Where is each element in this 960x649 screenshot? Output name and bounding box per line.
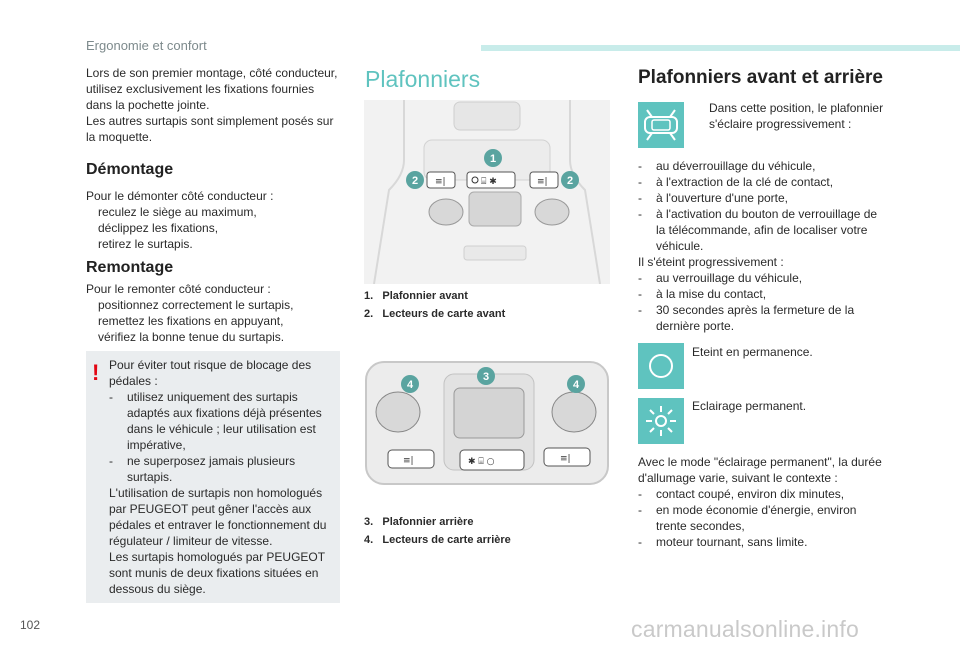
watermark: carmanualsonline.info [631,616,859,642]
page-number: 102 [20,618,41,632]
svg-text:⌸ ✱: ⌸ ✱ [481,177,497,187]
car-door-icon [644,109,678,141]
legend-item: 4. Lecteurs de carte arrière [364,534,511,546]
warning-icon: ! [92,360,100,385]
callout-1: 1 [484,149,502,167]
list-item: - ne superposez jamais plusieurs surtapi… [109,454,296,484]
on-list: -au déverrouillage du véhicule, -à l'ext… [638,158,888,334]
legend-item: 3. Plafonnier arrière [364,516,474,528]
svg-text:2: 2 [567,175,573,187]
off-mode-text: Eteint en permanence. [692,345,813,359]
svg-text:2: 2 [412,175,418,187]
list-item: positionnez correctement le surtapis, [98,298,294,312]
demontage-section: Pour le démonter côté conducteur : recul… [86,188,346,252]
off-mode-icon-box [638,343,684,389]
intro-paragraph: Lors de son premier montage, côté conduc… [86,66,338,144]
remontage-heading: Remontage [86,259,174,276]
plafonniers-title: Plafonniers [365,66,481,92]
list-item: -moteur tournant, sans limite. [638,535,808,549]
svg-text:4: 4 [573,379,580,391]
svg-text:✱ ⌸ ○: ✱ ⌸ ○ [468,457,495,467]
callout-2-left: 2 [406,171,424,189]
front-legend: 1. Plafonnier avant 2. Lecteurs de carte… [364,287,505,323]
list-item: -contact coupé, environ dix minutes, [638,487,845,501]
svg-text:4: 4 [407,379,414,391]
rear-legend: 3. Plafonnier arrière 4. Lecteurs de car… [364,513,511,549]
front-ceiling-light-figure: ≡| ⌸ ✱ ≡| 1 2 2 [364,100,610,284]
list-item: reculez le siège au maximum, [98,205,257,219]
callout-4-right: 4 [567,375,585,393]
callout-4-left: 4 [401,375,419,393]
rear-ceiling-light-figure: ≡| ✱ ⌸ ○ ≡| 3 4 4 [364,360,610,486]
demontage-heading: Démontage [86,161,174,178]
svg-text:≡|: ≡| [435,177,446,187]
svg-text:3: 3 [483,371,489,383]
light-on-icon [646,406,676,436]
circle-off-icon [649,354,673,378]
list-item: -à la mise du contact, [638,287,767,301]
header-bar [481,45,960,51]
svg-text:1: 1 [490,153,496,165]
list-item: -à l'extraction de la clé de contact, [638,175,834,189]
mode-section: Avec le mode "éclairage permanent", la d… [638,454,898,550]
on-mode-icon-box [638,398,684,444]
list-item: déclippez les fixations, [98,221,219,235]
on-mode-text: Eclairage permanent. [692,399,807,413]
legend-item: 1. Plafonnier avant [364,290,468,302]
list-item: -à l'ouverture d'une porte, [638,191,788,205]
section-title: Ergonomie et confort [86,38,207,53]
warning-text: Pour éviter tout risque de blocage des p… [109,357,334,597]
svg-text:≡|: ≡| [560,454,571,464]
list-item: remettez les fixations en appuyant, [98,314,284,328]
callout-2-right: 2 [561,171,579,189]
list-item: retirez le surtapis. [98,237,193,251]
svg-text:≡|: ≡| [537,177,548,187]
list-item: -au déverrouillage du véhicule, [638,159,816,173]
list-item: vérifiez la bonne tenue du surtapis. [98,330,285,344]
remontage-section: Pour le remonter côté conducteur : posit… [86,281,346,345]
callout-3: 3 [477,367,495,385]
legend-item: 2. Lecteurs de carte avant [364,308,506,320]
door-mode-icon-box [638,102,684,148]
plafonniers-avant-arriere-title: Plafonniers avant et arrière [638,67,883,88]
list-item: -à l'activation du bouton de verrouillag… [638,207,878,253]
warning-box [86,351,340,603]
svg-text:≡|: ≡| [403,456,414,466]
list-item: - utilisez uniquement des surtapis adapt… [109,390,322,452]
list-item: -au verrouillage du véhicule, [638,271,803,285]
door-mode-text: Dans cette position, le plafonnier s'écl… [709,101,884,131]
